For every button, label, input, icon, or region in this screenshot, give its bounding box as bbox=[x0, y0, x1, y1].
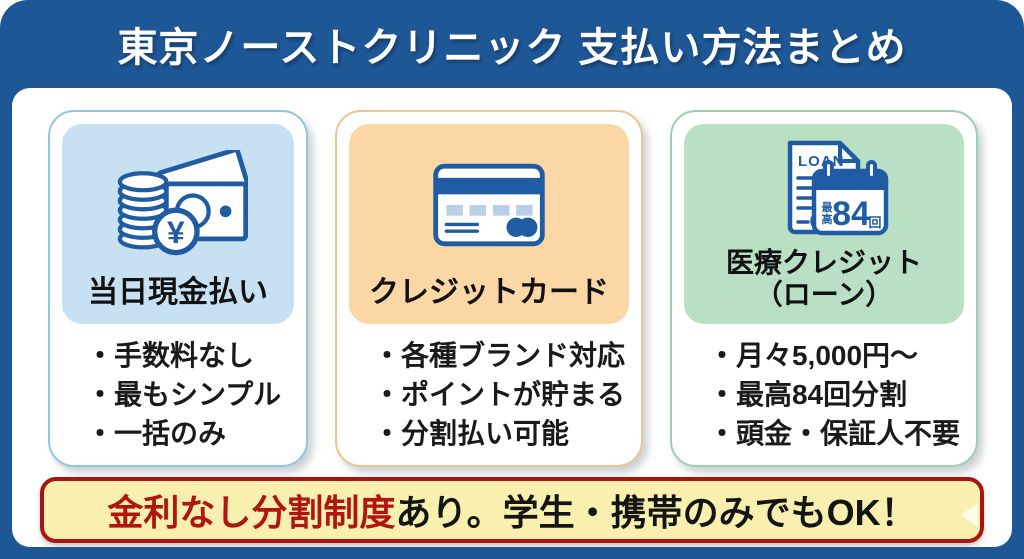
card-credit-card: クレジットカード ・各種ブランド対応 ・ポイントが貯まる ・分割払い可能 bbox=[334, 110, 643, 467]
card-signature-lines bbox=[444, 222, 480, 234]
bullet-item: ・ポイントが貯まる bbox=[372, 379, 625, 411]
calendar-count: 84 bbox=[832, 195, 870, 233]
cash-money-icon: ¥ bbox=[68, 134, 288, 276]
promo-banner: 金利なし分割制度あり。学生・携帯のみでもOK！ bbox=[40, 477, 984, 543]
bullet-item: ・最高84回分割 bbox=[707, 379, 908, 411]
calendar-unit: 回 bbox=[868, 215, 881, 230]
bullet-item: ・手数料なし bbox=[86, 340, 255, 371]
card-brand-circles bbox=[506, 217, 538, 238]
card-cash-panel: ¥ 当日現金払い bbox=[62, 124, 294, 324]
card-loan-title-line2: （ローン） bbox=[754, 278, 894, 310]
card-credit-panel: クレジットカード bbox=[348, 124, 629, 324]
header: 東京ノーストクリニック 支払い方法まとめ bbox=[0, 0, 1024, 88]
page-title: 東京ノーストクリニック 支払い方法まとめ bbox=[117, 26, 907, 70]
bullet-item: ・分割払い可能 bbox=[372, 418, 569, 450]
card-loan-panel: LOAN bbox=[683, 124, 964, 324]
bullet-item: ・最もシンプル bbox=[86, 379, 282, 411]
credit-card-icon bbox=[355, 134, 623, 276]
card-credit-bullets: ・各種ブランド対応 ・ポイントが貯まる ・分割払い可能 bbox=[349, 324, 629, 451]
calendar-max-top: 最 bbox=[821, 201, 833, 214]
promo-banner-highlight: 金利なし分割制度 bbox=[107, 492, 396, 533]
card-medical-loan: LOAN bbox=[669, 110, 978, 467]
yen-coin: ¥ bbox=[152, 207, 200, 256]
carousel-arrow-icon[interactable] bbox=[961, 503, 978, 527]
promo-banner-text: あり。学生・携帯のみでもOK！ bbox=[395, 492, 917, 533]
card-cash-bullets: ・手数料なし ・最もシンプル ・一括のみ bbox=[62, 324, 294, 451]
card-stripe bbox=[435, 178, 543, 195]
yen-symbol: ¥ bbox=[167, 214, 185, 250]
calendar: 最 高 84 回 bbox=[811, 159, 889, 235]
card-cash-title: 当日現金払い bbox=[87, 276, 268, 310]
bullet-item: ・一括のみ bbox=[86, 418, 227, 450]
loan-label: LOAN bbox=[798, 153, 845, 170]
loan-document-calendar-icon: LOAN bbox=[690, 134, 958, 247]
bullet-item: ・各種ブランド対応 bbox=[372, 340, 625, 371]
card-loan-bullets: ・月々5,000円〜 ・最高84回分割 ・頭金・保証人不要 bbox=[684, 324, 964, 451]
bullet-item: ・頭金・保証人不要 bbox=[707, 418, 960, 450]
payment-cards-row: ¥ 当日現金払い ・手数料なし ・最もシンプル ・一括のみ bbox=[48, 110, 978, 467]
card-loan-title-line1: 医療クレジット bbox=[725, 247, 922, 279]
credit-card-icon-svg bbox=[433, 164, 545, 247]
loan-icon-svg: LOAN bbox=[787, 140, 889, 235]
calendar-max-bottom: 高 bbox=[821, 212, 832, 226]
card-cash-payment: ¥ 当日現金払い ・手数料なし ・最もシンプル ・一括のみ bbox=[48, 110, 308, 467]
card-chips bbox=[446, 205, 533, 216]
bullet-item: ・月々5,000円〜 bbox=[707, 340, 919, 371]
cash-money-icon-svg: ¥ bbox=[117, 150, 248, 256]
card-credit-title: クレジットカード bbox=[368, 276, 609, 310]
